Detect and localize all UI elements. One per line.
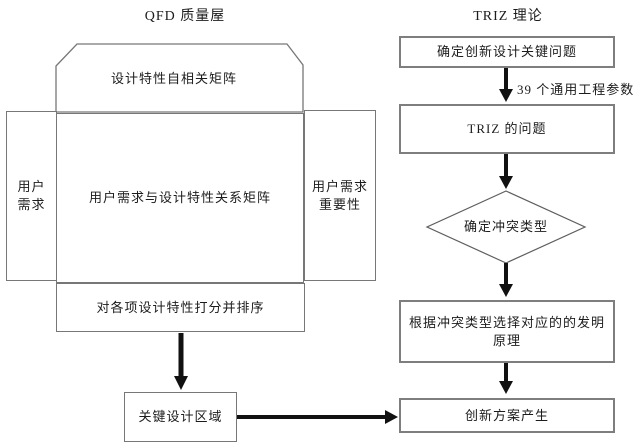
triz-step3-line2: 原理 bbox=[492, 332, 521, 348]
arrow-head-icon bbox=[385, 410, 398, 424]
customer-needs-line1: 用户 bbox=[17, 179, 46, 194]
triz-step3-box: 根据冲突类型选择对应的的发明 原理 bbox=[399, 300, 615, 363]
score-ranking-box: 对各项设计特性打分并排序 bbox=[56, 283, 305, 332]
triz-step1-box: 确定创新设计关键问题 bbox=[399, 36, 615, 68]
arrow-head-icon bbox=[499, 284, 513, 297]
needs-importance-line1: 用户需求 bbox=[311, 178, 368, 194]
relation-matrix-label: 用户需求与设计特性关系矩阵 bbox=[88, 190, 271, 205]
triz-step4-label: 创新方案产生 bbox=[464, 407, 549, 423]
triz-step4-box: 创新方案产生 bbox=[399, 398, 615, 433]
arrow-decision-to-step3 bbox=[499, 263, 513, 297]
arrow-head-icon bbox=[499, 176, 513, 189]
arrow-head-icon bbox=[499, 89, 513, 102]
triz-step1-label: 确定创新设计关键问题 bbox=[436, 44, 577, 59]
conflict-type-decision-label: 确定冲突类型 bbox=[463, 219, 548, 234]
triz-step3-line1: 根据冲突类型选择对应的的发明 bbox=[408, 314, 605, 330]
triz-step2-label: TRIZ 的问题 bbox=[467, 121, 547, 136]
arrow-head-icon bbox=[174, 376, 188, 390]
arrow-score-to-key-region bbox=[174, 333, 188, 390]
key-design-region-box: 关键设计区域 bbox=[124, 392, 237, 442]
relation-matrix-box: 用户需求与设计特性关系矩阵 bbox=[56, 113, 304, 283]
roof-matrix-label: 设计特性自相关矩阵 bbox=[110, 71, 237, 86]
needs-importance-box: 用户需求 重要性 bbox=[304, 110, 376, 281]
triz-section-title: TRIZ 理论 bbox=[473, 9, 543, 24]
triz-step2-box: TRIZ 的问题 bbox=[399, 104, 615, 154]
qfd-section-title: QFD 质量屋 bbox=[144, 9, 226, 24]
engineering-parameters-label: 39 个通用工程参数 bbox=[517, 82, 635, 97]
arrow-step3-to-step4 bbox=[499, 363, 513, 394]
customer-needs-line2: 需求 bbox=[17, 197, 46, 212]
arrow-head-icon bbox=[499, 381, 513, 394]
key-design-region-label: 关键设计区域 bbox=[138, 409, 223, 424]
needs-importance-line2: 重要性 bbox=[318, 196, 361, 212]
arrow-key-region-to-step4 bbox=[237, 410, 398, 424]
score-ranking-label: 对各项设计特性打分并排序 bbox=[96, 299, 265, 315]
arrow-step2-to-decision bbox=[499, 154, 513, 189]
customer-needs-box: 用户 需求 bbox=[6, 111, 57, 281]
arrow-step1-to-step2 bbox=[499, 68, 513, 102]
